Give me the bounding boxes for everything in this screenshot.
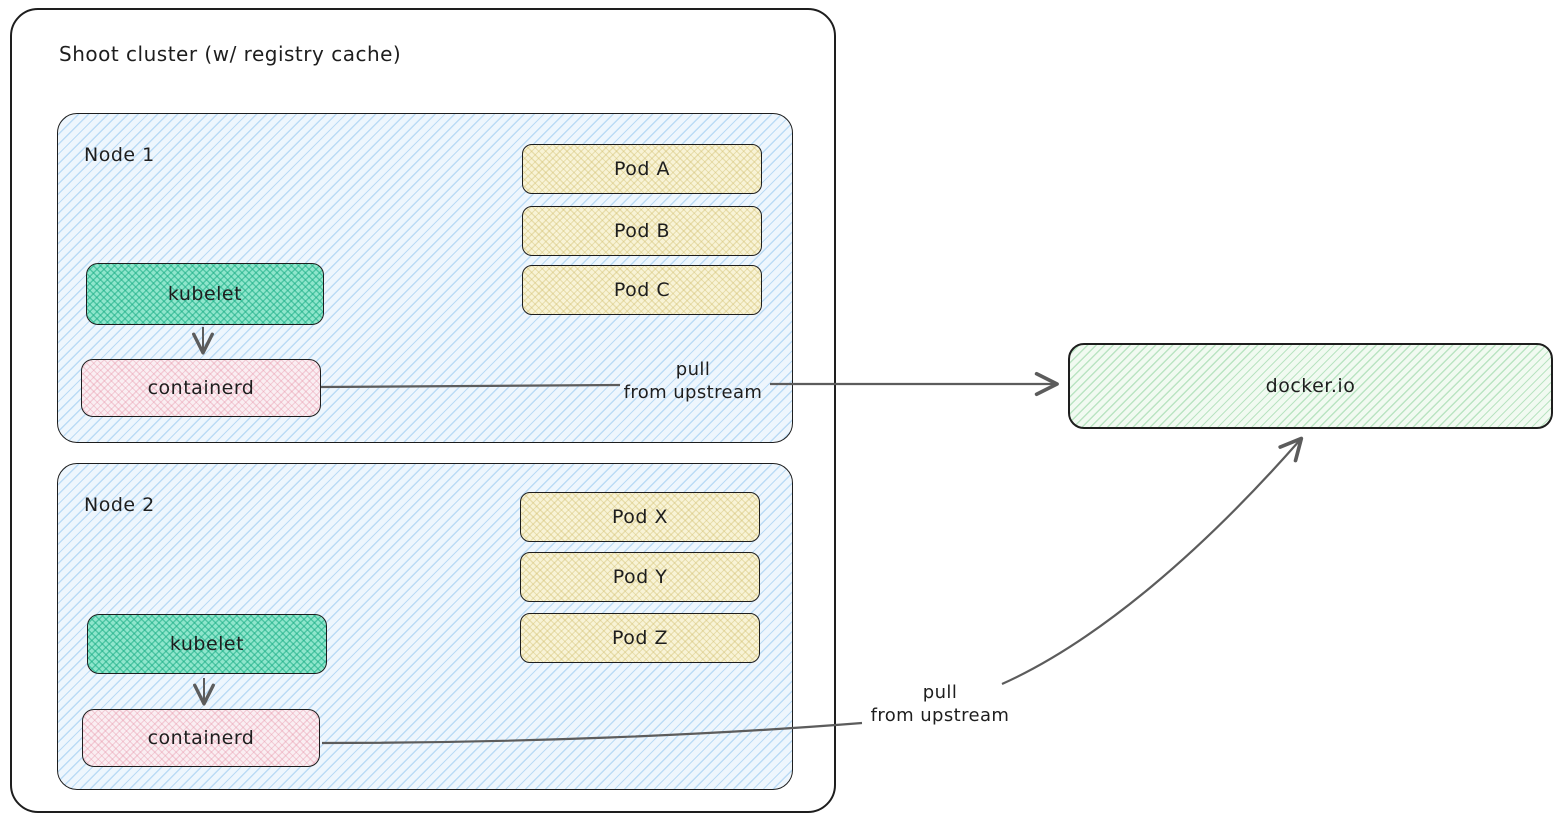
node-1-kubelet-box: kubelet: [86, 263, 324, 325]
arrow-node2-containerd-to-registry: [1001, 436, 1304, 686]
pod-x-label: Pod X: [611, 506, 669, 528]
edge-label-node1-line1: pull: [675, 359, 711, 380]
node-2-label: Node 2: [84, 494, 155, 516]
edge-label-node2-pull: pull from upstream: [845, 681, 1035, 727]
pod-x-box: Pod X: [520, 492, 760, 542]
node-1-containerd-box: containerd: [81, 359, 321, 417]
docker-io-box: docker.io: [1068, 343, 1553, 429]
pod-b-box: Pod B: [522, 206, 762, 256]
node-2-kubelet-label: kubelet: [169, 633, 245, 655]
docker-io-label: docker.io: [1265, 375, 1356, 397]
edge-label-node1-pull: pull from upstream: [598, 358, 788, 404]
pod-y-box: Pod Y: [520, 552, 760, 602]
edge-label-node2-line2: from upstream: [870, 705, 1010, 726]
node-1-containerd-label: containerd: [147, 377, 255, 399]
pod-a-label: Pod A: [613, 158, 670, 180]
pod-z-label: Pod Z: [611, 627, 669, 649]
node-1-kubelet-label: kubelet: [167, 283, 243, 305]
pod-c-box: Pod C: [522, 265, 762, 315]
edge-label-node2-line1: pull: [922, 682, 958, 703]
node-1-box: Node 1 kubelet containerd Pod A Pod B Po…: [57, 113, 793, 443]
node-2-containerd-label: containerd: [147, 727, 255, 749]
edge-label-node1-line2: from upstream: [623, 382, 763, 403]
pod-y-label: Pod Y: [612, 566, 668, 588]
pod-b-label: Pod B: [613, 220, 671, 242]
node-2-kubelet-box: kubelet: [87, 614, 327, 674]
pod-c-label: Pod C: [613, 279, 671, 301]
node-1-label: Node 1: [84, 144, 155, 166]
pod-a-box: Pod A: [522, 144, 762, 194]
cluster-title: Shoot cluster (w/ registry cache): [59, 42, 402, 66]
pod-z-box: Pod Z: [520, 613, 760, 663]
node-2-containerd-box: containerd: [82, 709, 320, 767]
node-2-box: Node 2 kubelet containerd Pod X Pod Y Po…: [57, 463, 793, 790]
